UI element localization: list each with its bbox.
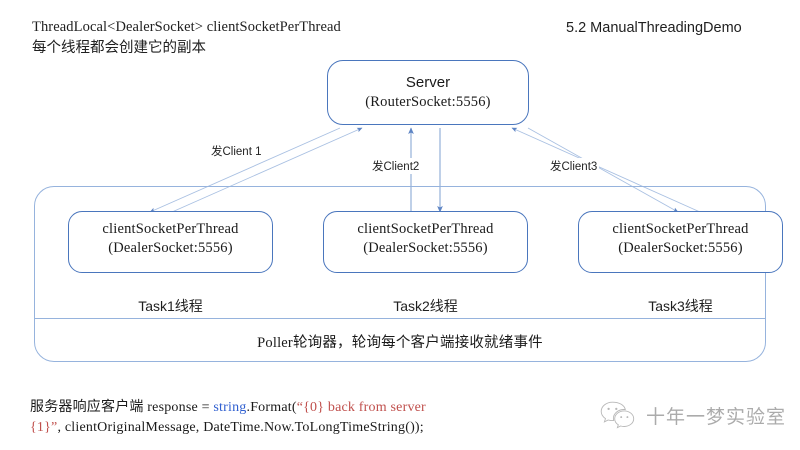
threadlocal-note-line1: ThreadLocal<DealerSocket> clientSocketPe…: [32, 19, 341, 35]
watermark-text: 十年一梦实验室: [646, 406, 787, 428]
client-box-1: clientSocketPerThread (DealerSocket:5556…: [68, 211, 273, 273]
poller-divider: [34, 318, 766, 319]
code-arguments-tail: , clientOriginalMessage, DateTime.Now.To…: [57, 420, 424, 436]
client-box-2-subtitle: (DealerSocket:5556): [363, 239, 488, 256]
arrow-label-client3: 发Client3: [548, 158, 600, 174]
client-box-2: clientSocketPerThread (DealerSocket:5556…: [323, 211, 528, 273]
server-box: Server (RouterSocket:5556): [327, 60, 529, 125]
process-container: [34, 186, 766, 362]
code-line-2: {1}”, clientOriginalMessage, DateTime.No…: [30, 418, 426, 438]
client-box-3-subtitle: (DealerSocket:5556): [618, 239, 743, 256]
server-box-title: Server: [405, 74, 451, 92]
client-box-1-subtitle: (DealerSocket:5556): [108, 239, 233, 256]
threadlocal-note-line2: 每个线程都会创建它的副本: [32, 39, 206, 56]
thread-label-task3: Task3线程: [648, 298, 713, 314]
code-keyword-string: string: [213, 400, 247, 415]
demo-title: 5.2 ManualThreadingDemo: [566, 20, 742, 36]
code-line-1: 服务器响应客户端 response = string.Format(“{0} b…: [30, 396, 426, 418]
arrow-label-client2: 发Client2: [370, 158, 422, 174]
code-format-call: .Format(: [246, 400, 297, 415]
client-box-3: clientSocketPerThread (DealerSocket:5556…: [578, 211, 783, 273]
thread-label-task1: Task1线程: [138, 298, 203, 314]
code-string-literal-part1: “{0} back from server: [296, 400, 426, 415]
threadlocal-note: ThreadLocal<DealerSocket> clientSocketPe…: [32, 18, 341, 58]
server-box-subtitle: (RouterSocket:5556): [365, 93, 491, 110]
client-box-2-title: clientSocketPerThread: [357, 221, 494, 237]
watermark: 十年一梦实验室: [598, 398, 786, 432]
thread-label-task2: Task2线程: [393, 298, 458, 314]
wechat-logo-icon: [600, 401, 635, 429]
code-response-assign: response =: [143, 400, 214, 415]
code-snippet: 服务器响应客户端 response = string.Format(“{0} b…: [30, 396, 426, 439]
client-box-1-title: clientSocketPerThread: [102, 221, 239, 237]
poller-label: Poller轮询器，轮询每个客户端接收就绪事件: [257, 335, 543, 351]
code-prefix-cn: 服务器响应客户端: [30, 398, 144, 414]
client-box-3-title: clientSocketPerThread: [612, 221, 749, 237]
arrow-label-client1: 发Client 1: [209, 143, 264, 159]
code-string-literal-part2: {1}”: [30, 420, 58, 436]
